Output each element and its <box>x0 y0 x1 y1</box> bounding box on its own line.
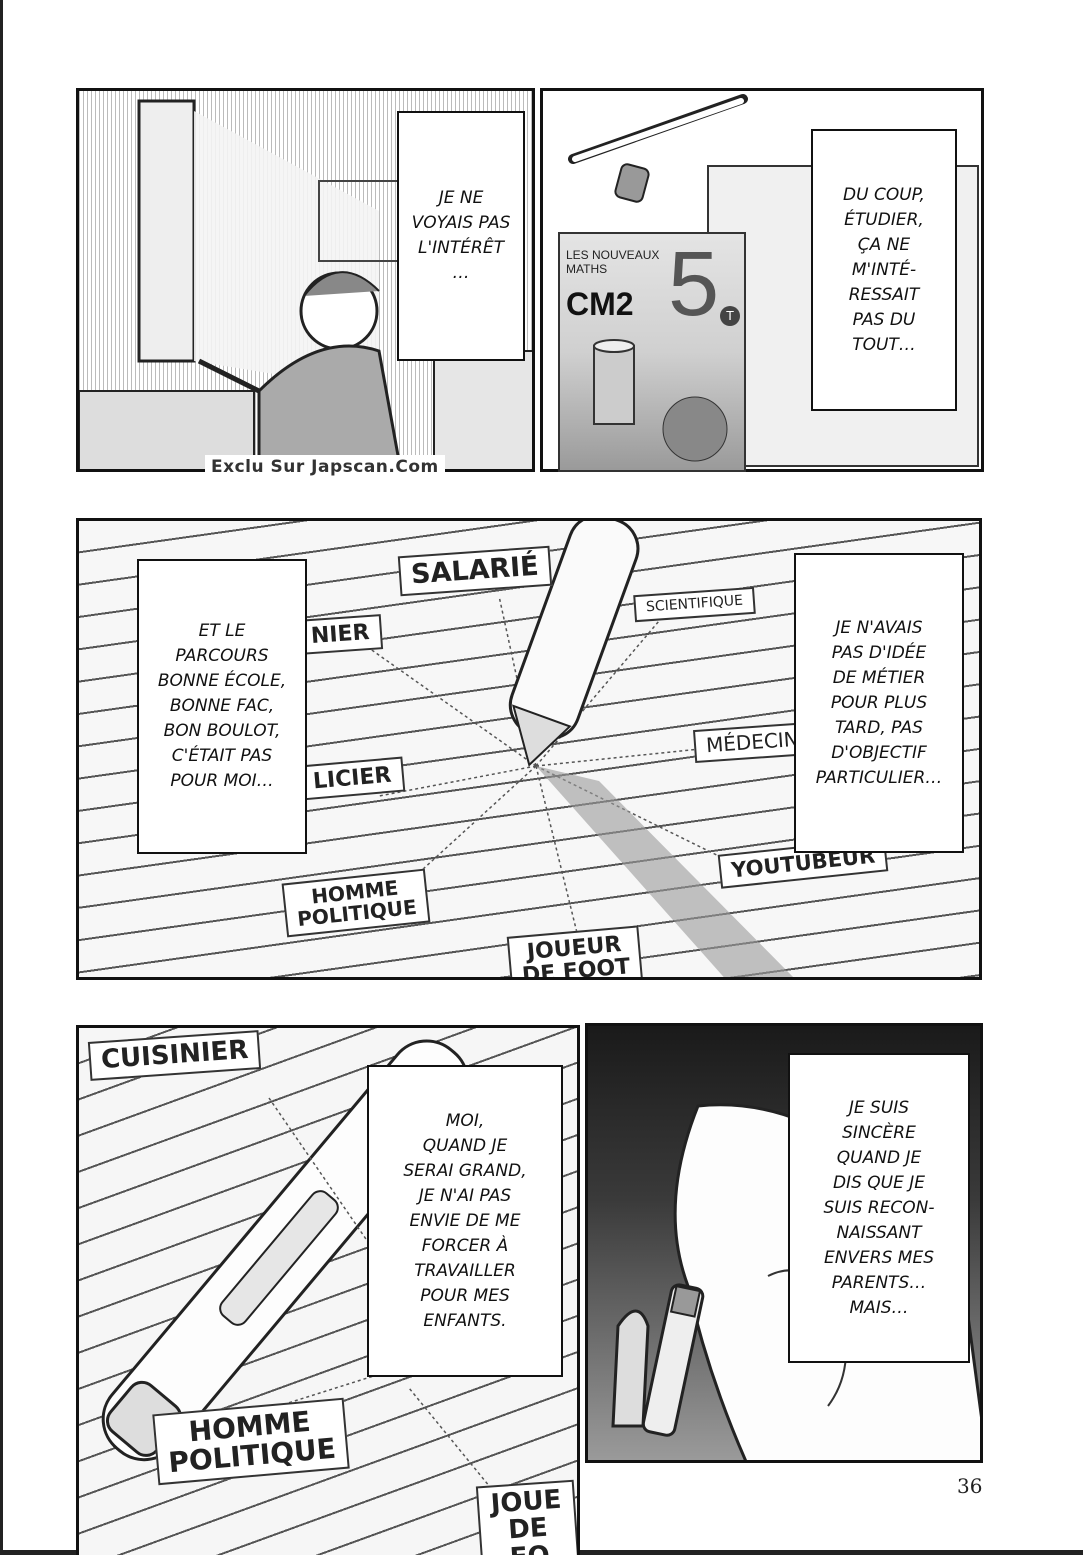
label-cuisinier-partial: NIER <box>297 614 383 655</box>
watermark: Exclu Sur Japscan.Com <box>205 455 445 479</box>
caption-p3-left: ET LE PARCOURS BONNE ÉCOLE, BONNE FAC, B… <box>137 559 307 854</box>
book-cover-shapes <box>593 339 728 462</box>
panel-1-boy-room: JE NE VOYAIS PAS L'INTÉRÊT … <box>76 88 535 472</box>
caption-p5: JE SUIS SINCÈRE QUAND JE DIS QUE JE SUIS… <box>788 1053 970 1363</box>
book-publisher: LES NOUVEAUX MATHS <box>566 248 660 276</box>
math-textbook: LES NOUVEAUX MATHS CM2 5 T <box>558 232 746 472</box>
caption-p3-right: JE N'AVAIS PAS D'IDÉE DE MÉTIER POUR PLU… <box>794 553 964 853</box>
caption-p4: MOI, QUAND JE SERAI GRAND, JE N'AI PAS E… <box>367 1065 563 1377</box>
book-number: 5 <box>668 233 720 335</box>
mind-map-lines <box>358 521 794 977</box>
label-joueur-partial: JOUE DE FO <box>475 1479 577 1555</box>
panel-4-pen-notebook: CUISINIER HOMME POLITIQUE JOUE DE FO MOI… <box>76 1025 580 1555</box>
panel-3-career-map: SALARIÉ SCIENTIFIQUE NIER MÉDECIN LICIER… <box>76 518 982 980</box>
panel-5-hand: JE SUIS SINCÈRE QUAND JE DIS QUE JE SUIS… <box>585 1023 983 1463</box>
page-number: 36 <box>957 1474 983 1498</box>
caption-p1: JE NE VOYAIS PAS L'INTÉRÊT … <box>397 111 525 361</box>
caption-p2: DU COUP, ÉTUDIER, ÇA NE M'INTÉ- RESSAIT … <box>811 129 957 411</box>
book-logo-icon: T <box>720 306 740 326</box>
book-grade: CM2 <box>566 286 634 322</box>
page-border-left <box>0 0 3 1555</box>
